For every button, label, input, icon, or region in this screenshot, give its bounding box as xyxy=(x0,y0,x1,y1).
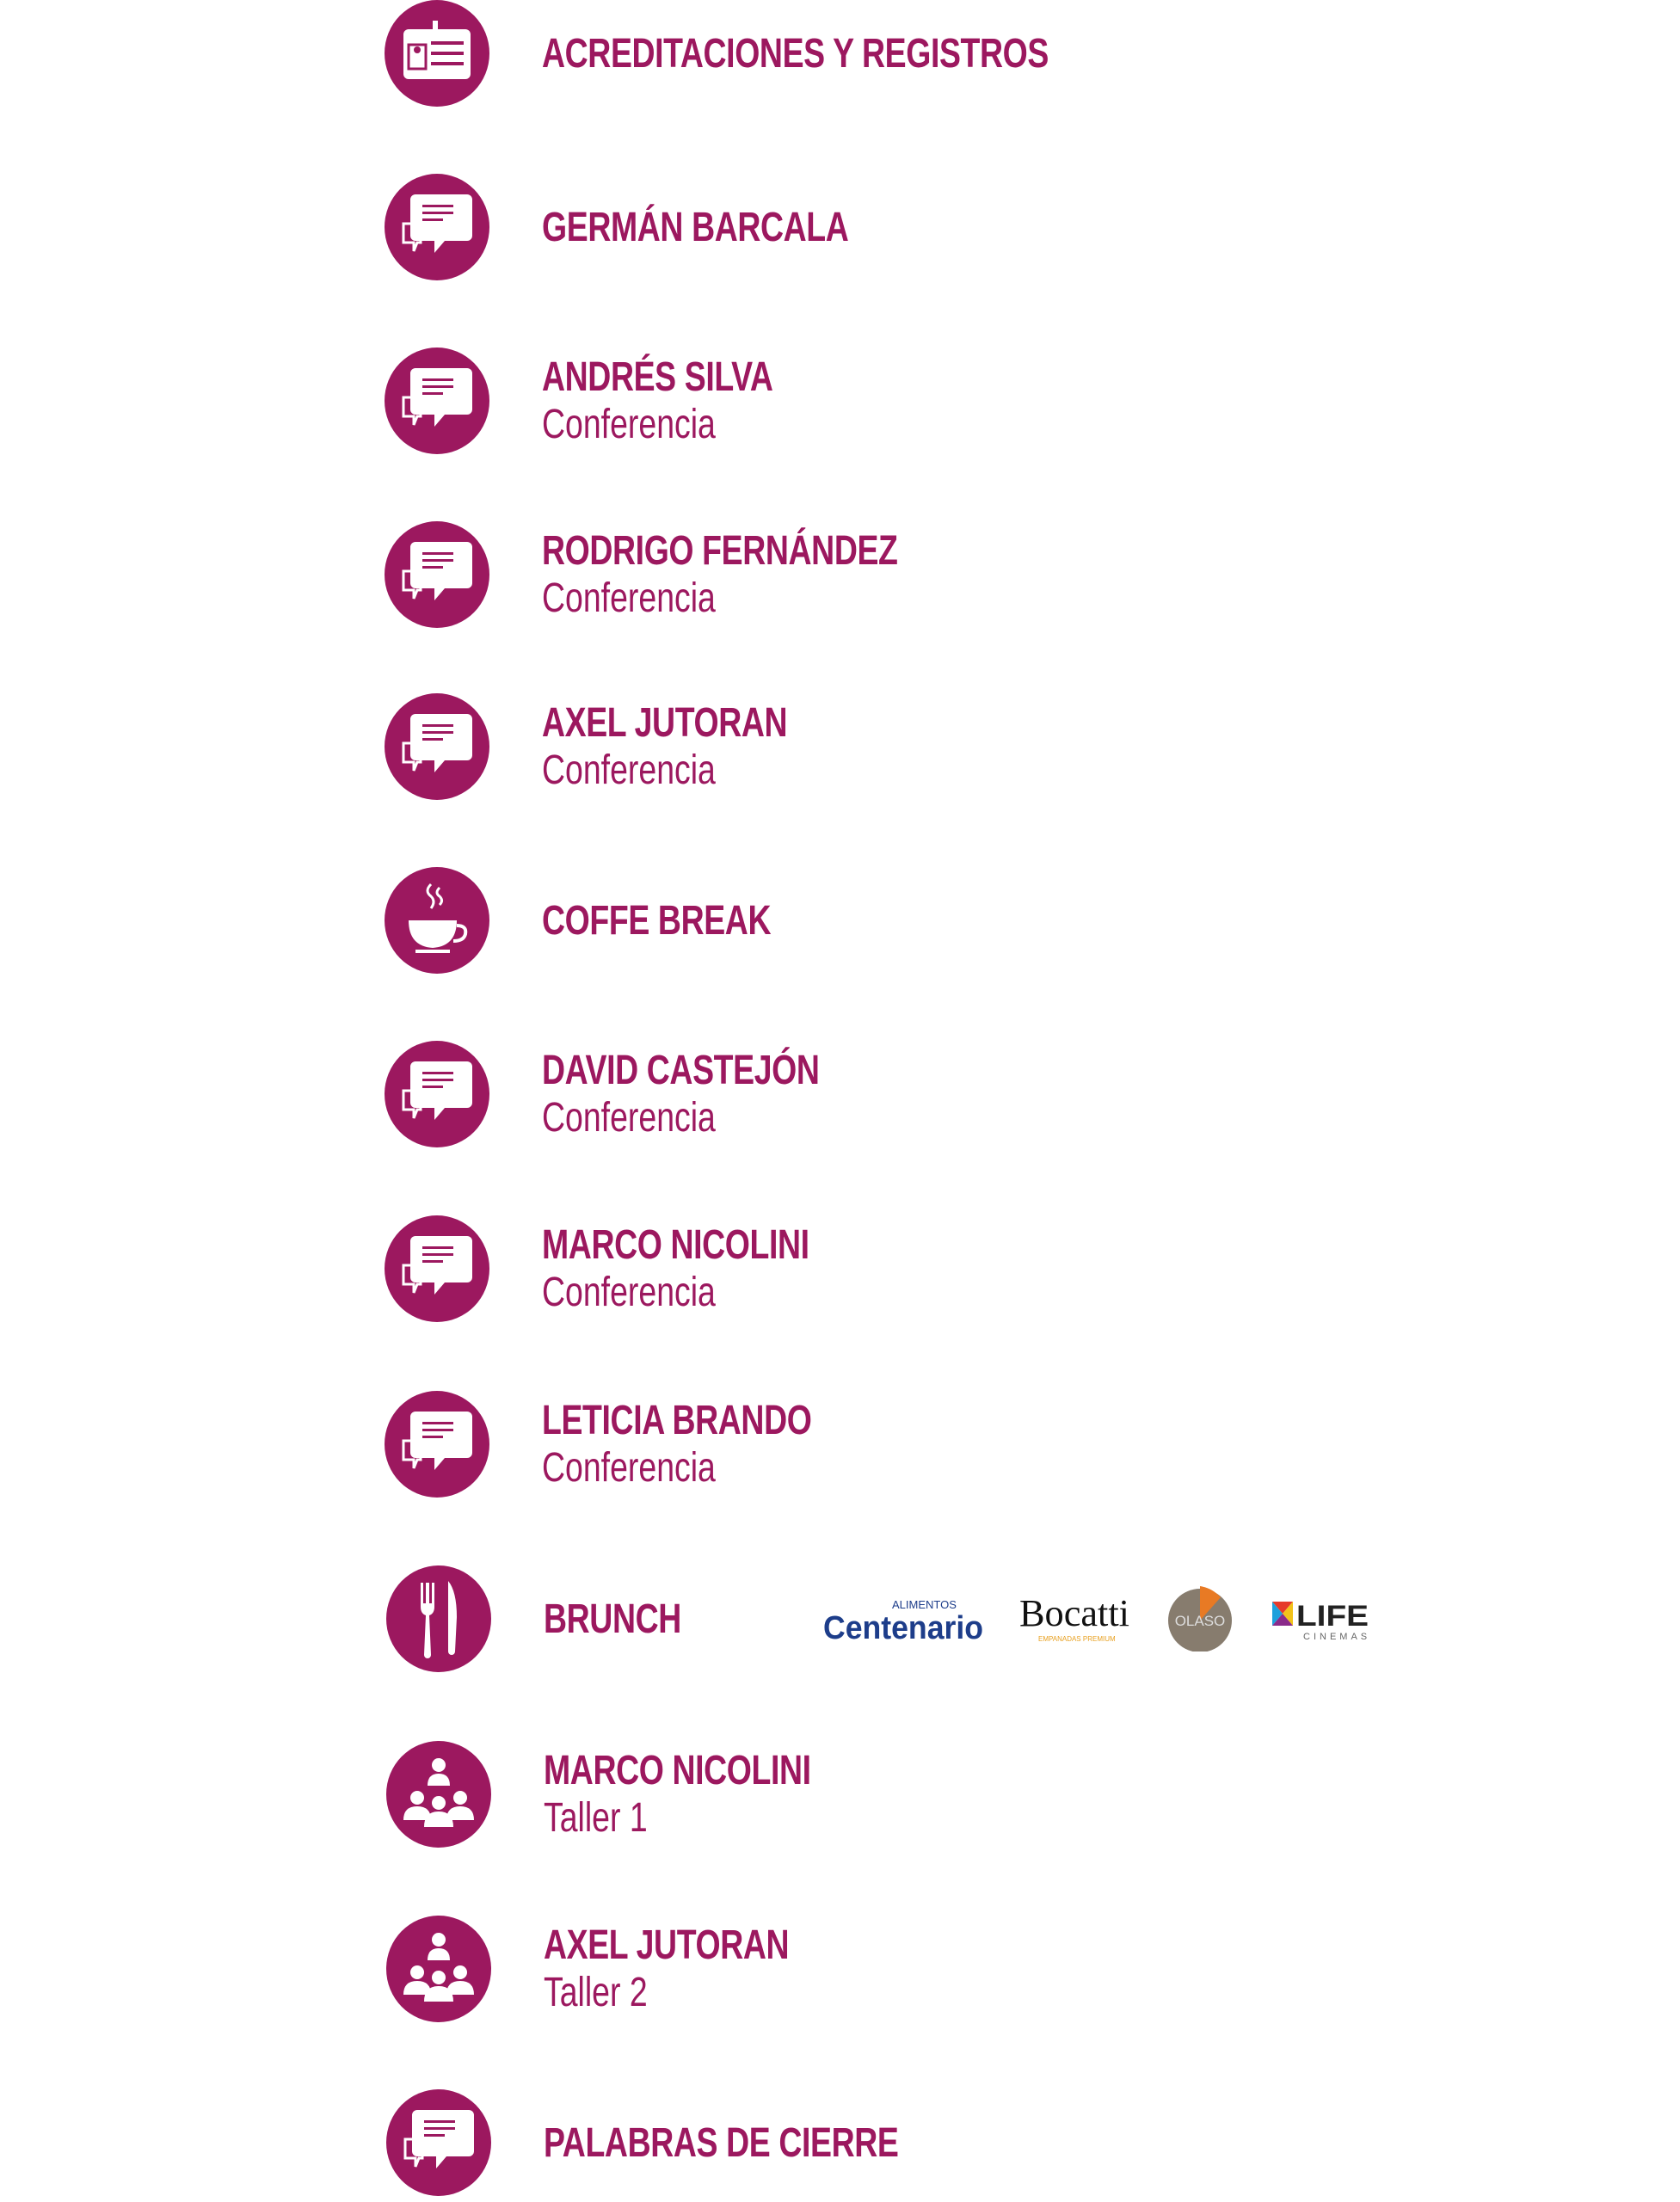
speech-bubbles-icon xyxy=(386,2089,491,2196)
agenda-item-title: MARCO NICOLINI xyxy=(542,1222,809,1268)
agenda-item-title: AXEL JUTORAN xyxy=(542,700,788,746)
agenda-item-subtitle: Taller 1 xyxy=(544,1795,648,1841)
agenda-item-subtitle: Conferencia xyxy=(542,747,716,793)
agenda-item-title: RODRIGO FERNÁNDEZ xyxy=(542,528,898,574)
svg-text:ALIMENTOS: ALIMENTOS xyxy=(892,1598,957,1611)
agenda-item-text: ACREDITACIONES Y REGISTROS xyxy=(542,0,1049,107)
agenda-item-text: GERMÁN BARCALA xyxy=(542,174,849,280)
group-icon xyxy=(386,1741,491,1848)
centenario-logo: ALIMENTOS Centenario xyxy=(823,1598,983,1646)
speech-bubbles-icon xyxy=(385,348,489,454)
speech-bubbles-icon xyxy=(385,174,489,280)
agenda-item-text: BRUNCH xyxy=(544,1565,681,1672)
agenda-item-subtitle: Conferencia xyxy=(542,1095,716,1141)
agenda-item-title: ANDRÉS SILVA xyxy=(542,354,773,400)
agenda-item-title: DAVID CASTEJÓN xyxy=(542,1048,820,1093)
agenda-item-text: PALABRAS DE CIERRE xyxy=(544,2089,899,2196)
agenda-item-title: LETICIA BRANDO xyxy=(542,1398,812,1443)
agenda-item-text: COFFE BREAK xyxy=(542,867,772,974)
svg-text:Centenario: Centenario xyxy=(823,1610,983,1646)
agenda-item-title: MARCO NICOLINI xyxy=(544,1748,811,1793)
svg-text:LIFE: LIFE xyxy=(1296,1600,1369,1633)
agenda-item: GERMÁN BARCALA xyxy=(385,174,1589,280)
svg-text:EMPANADAS PREMIUM: EMPANADAS PREMIUM xyxy=(1038,1635,1116,1643)
agenda-item-subtitle: Conferencia xyxy=(542,1270,716,1315)
speech-bubbles-icon xyxy=(385,1391,489,1498)
agenda-item-subtitle: Taller 2 xyxy=(544,1970,648,2015)
svg-text:Bocatti: Bocatti xyxy=(1019,1592,1129,1634)
agenda-item-title: ACREDITACIONES Y REGISTROS xyxy=(542,30,1049,77)
agenda-item-subtitle: Conferencia xyxy=(542,1445,716,1491)
agenda-item: PALABRAS DE CIERRE xyxy=(386,2089,1591,2196)
fork-knife-icon xyxy=(386,1565,491,1672)
agenda-item-title: COFFE BREAK xyxy=(542,897,772,944)
life-cinemas-logo: LIFE CINEMAS xyxy=(1272,1600,1370,1642)
agenda-item: BRUNCH xyxy=(386,1565,1591,1672)
svg-text:CINEMAS: CINEMAS xyxy=(1303,1632,1370,1642)
agenda-item-title: GERMÁN BARCALA xyxy=(542,204,849,250)
agenda-item-title: AXEL JUTORAN xyxy=(544,1922,790,1968)
coffee-cup-icon xyxy=(385,867,489,974)
speech-bubbles-icon xyxy=(385,693,489,800)
id-badge-icon xyxy=(385,0,489,107)
svg-text:OLASO: OLASO xyxy=(1175,1613,1226,1629)
speech-bubbles-icon xyxy=(385,1215,489,1322)
speech-bubbles-icon xyxy=(385,521,489,628)
agenda-item: ACREDITACIONES Y REGISTROS xyxy=(385,0,1589,107)
agenda-item: COFFE BREAK xyxy=(385,867,1589,974)
speech-bubbles-icon xyxy=(385,1041,489,1147)
agenda-item-title: BRUNCH xyxy=(544,1596,681,1642)
agenda-item-subtitle: Conferencia xyxy=(542,402,716,447)
agenda-item-title: PALABRAS DE CIERRE xyxy=(544,2119,899,2166)
bocatti-logo: Bocatti EMPANADAS PREMIUM xyxy=(1019,1592,1129,1643)
group-icon xyxy=(386,1916,491,2022)
olaso-logo: OLASO xyxy=(1168,1586,1232,1652)
agenda-item-subtitle: Conferencia xyxy=(542,575,716,621)
